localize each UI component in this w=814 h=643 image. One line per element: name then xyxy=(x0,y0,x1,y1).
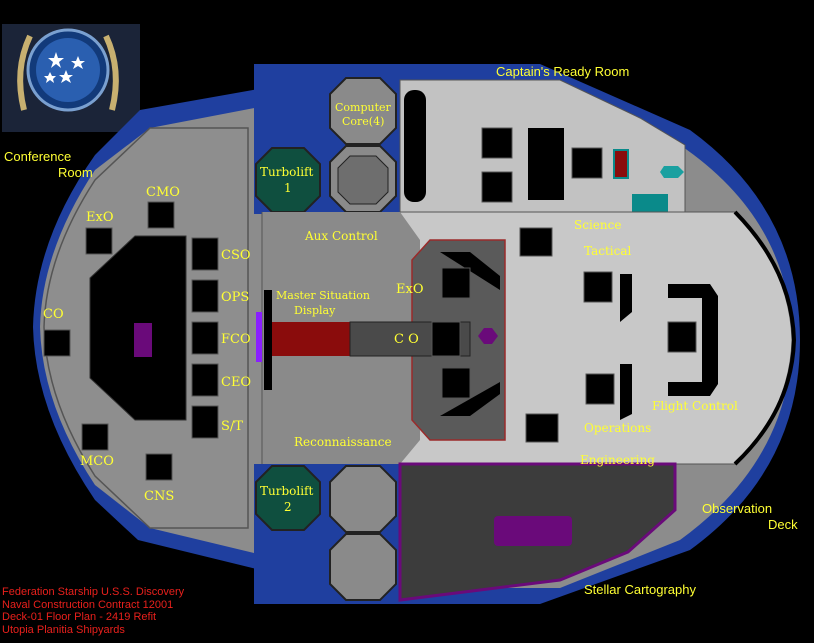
label-science: Science xyxy=(574,218,621,232)
label-aux-control: Aux Control xyxy=(304,229,378,243)
ship-info-footer: Federation Starship U.S.S. Discovery Nav… xyxy=(2,586,262,636)
footer-line-deck: Deck-01 Floor Plan - 2419 Refit xyxy=(2,611,157,624)
label-computer-core: Computer xyxy=(335,101,392,114)
label-master-situation-display-2: Display xyxy=(294,304,336,317)
footer-line-shipyard: Utopia Planitia Shipyards xyxy=(2,623,125,636)
federation-emblem xyxy=(2,24,140,132)
chair-group xyxy=(43,127,697,481)
label-fco: FCO xyxy=(221,332,251,347)
label-conference-room-2: Room xyxy=(58,165,93,180)
label-exo-bridge: ExO xyxy=(396,282,423,297)
label-st: S/T xyxy=(221,419,243,434)
label-computer-core-2: Core(4) xyxy=(342,115,384,128)
label-turbolift-2-num: 2 xyxy=(284,500,292,514)
label-exo-conf: ExO xyxy=(86,210,113,225)
conference-table-display xyxy=(134,323,152,357)
label-flight-control: Flight Control xyxy=(652,399,738,413)
cartography-display xyxy=(494,516,572,546)
label-mco: MCO xyxy=(80,454,114,469)
co-console xyxy=(478,328,498,344)
label-master-situation-display: Master Situation xyxy=(276,289,370,302)
label-engineering: Engineering xyxy=(580,453,655,467)
label-ops: OPS xyxy=(221,290,249,305)
label-turbolift-1-num: 1 xyxy=(284,181,292,195)
label-observation-deck: Observation xyxy=(702,501,772,516)
label-turbolift-1: Turbolift xyxy=(260,165,313,179)
label-observation-deck-2: Deck xyxy=(768,517,798,532)
label-operations: Operations xyxy=(584,421,651,435)
footer-line-contract: Naval Construction Contract 12001 xyxy=(2,598,174,611)
label-ceo: CEO xyxy=(221,375,251,390)
label-captains-ready-room: Captain's Ready Room xyxy=(496,64,629,79)
turbolift-2 xyxy=(255,465,321,531)
turbolift-1 xyxy=(255,147,321,213)
label-reconnaissance: Reconnaissance xyxy=(294,435,392,449)
label-turbolift-2: Turbolift xyxy=(260,484,313,498)
label-cns: CNS xyxy=(144,489,174,504)
label-tactical: Tactical xyxy=(584,244,631,258)
label-cso: CSO xyxy=(221,248,251,263)
computer-core-pod-1 xyxy=(329,77,397,145)
label-stellar-cartography: Stellar Cartography xyxy=(584,582,696,597)
label-co-bridge: C O xyxy=(394,332,419,347)
footer-line-ship: Federation Starship U.S.S. Discovery xyxy=(2,586,185,598)
ready-room-desk xyxy=(528,128,564,200)
label-co-conf: CO xyxy=(43,307,64,322)
label-cmo: CMO xyxy=(146,185,180,200)
master-situation-display xyxy=(272,322,350,356)
label-conference-room: Conference xyxy=(4,149,71,164)
